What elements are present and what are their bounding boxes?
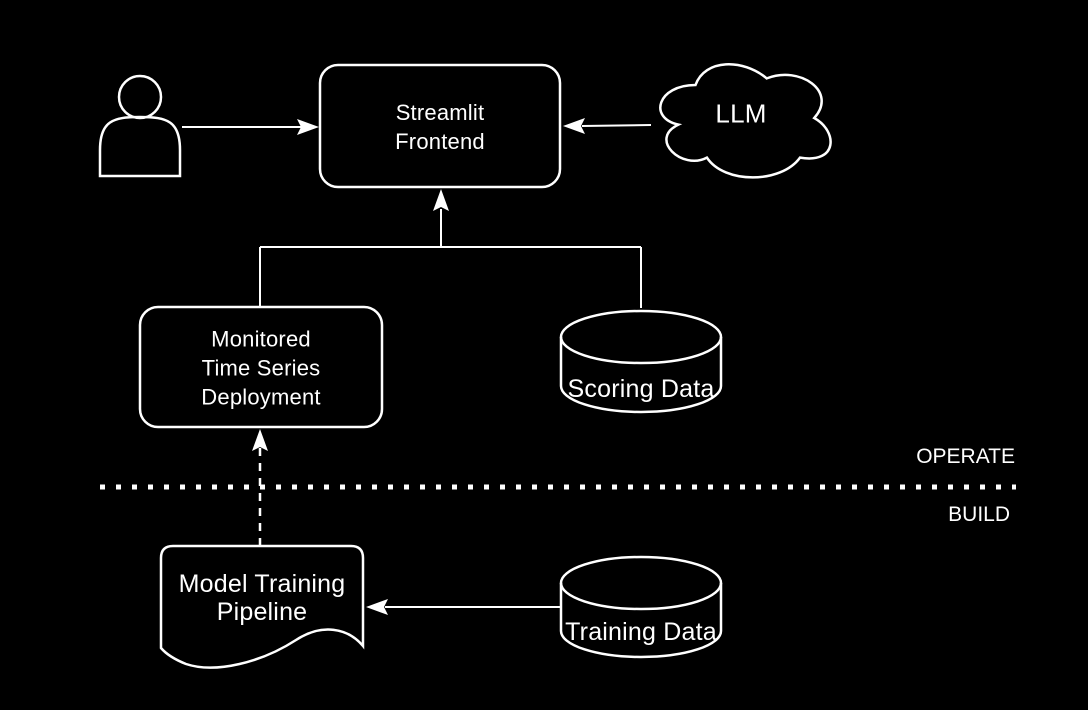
arrowhead-icon [366, 599, 388, 615]
deployment-node-shape [138, 305, 384, 429]
operate-zone-label: OPERATE [916, 445, 1015, 468]
deployment-node-label: Monitored Time Series Deployment [201, 326, 321, 410]
build-zone-label: BUILD [948, 503, 1010, 526]
edge-pipeline-to-deployment [252, 429, 268, 546]
arrowhead-icon [563, 118, 585, 134]
edge-llm-to-frontend [563, 118, 652, 134]
pipeline-document-shape [159, 544, 365, 669]
pipeline-node-label: Model Training Pipeline [178, 570, 346, 626]
scoring-cylinder-shape [559, 309, 723, 414]
edge-training-to-pipeline [366, 599, 561, 615]
frontend-node-label: Streamlit Frontend [395, 100, 485, 154]
arrowhead-icon [252, 429, 268, 451]
arrowhead-icon [297, 119, 319, 135]
llm-node-label: LLM [715, 98, 767, 129]
training-node-label: Training Data [565, 618, 717, 646]
training-cylinder-shape [559, 555, 723, 659]
arrowhead-icon [433, 189, 449, 211]
scoring-node-label: Scoring Data [567, 375, 715, 403]
edge-user-to-frontend [182, 119, 319, 135]
llm-cloud-shape [659, 63, 832, 179]
frontend-node-shape [318, 63, 562, 189]
edge-junction-to-frontend [259, 189, 642, 308]
user-person-icon [98, 74, 182, 178]
